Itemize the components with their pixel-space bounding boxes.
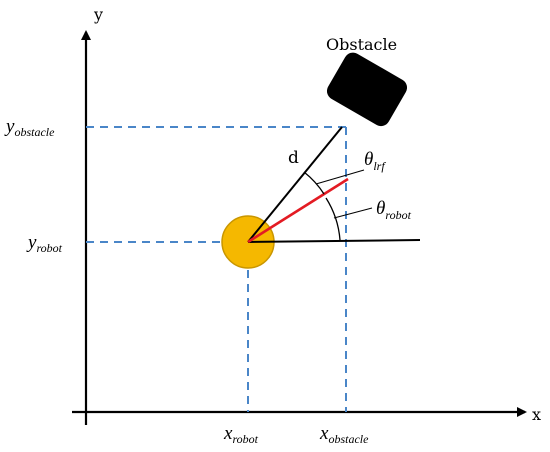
y-obstacle-subscript: obstacle — [14, 125, 55, 139]
x-robot-base: x — [223, 423, 233, 444]
theta-lrf-symbol: θ — [364, 149, 373, 170]
lrf-ray — [247, 177, 349, 244]
dashed-guides — [86, 126, 347, 412]
x-obstacle-subscript: obstacle — [328, 432, 369, 446]
theta-robot-symbol: θ — [376, 198, 385, 219]
y-robot-label: yrobot — [26, 232, 63, 255]
robot-heading-line — [247, 239, 421, 243]
y-obstacle-base: y — [4, 116, 15, 137]
x-robot-label: xrobot — [223, 423, 259, 446]
obstacle-block — [326, 52, 408, 127]
distance-line — [247, 126, 343, 243]
theta-lrf-subscript: lrf — [373, 159, 386, 173]
x-robot-subscript: robot — [232, 432, 258, 446]
y-obstacle-label: yobstacle — [4, 116, 55, 139]
x-axis-label: x — [532, 405, 541, 424]
theta-robot-subscript: robot — [385, 208, 411, 222]
theta-robot-label: θrobot — [376, 198, 412, 222]
x-obstacle-label: xobstacle — [319, 423, 369, 446]
y-robot-base: y — [26, 232, 37, 253]
obstacle-label: Obstacle — [326, 35, 397, 54]
theta-robot-leader — [333, 207, 373, 219]
theta-lrf-arc — [303, 171, 325, 195]
distance-label: d — [288, 148, 299, 168]
theta-lrf-label: θlrf — [364, 149, 386, 173]
theta-lrf-leader — [315, 169, 365, 185]
theta-robot-arc — [325, 197, 341, 241]
x-obstacle-base: x — [319, 423, 329, 444]
y-robot-subscript: robot — [36, 241, 62, 255]
y-axis-label: y — [93, 5, 103, 24]
